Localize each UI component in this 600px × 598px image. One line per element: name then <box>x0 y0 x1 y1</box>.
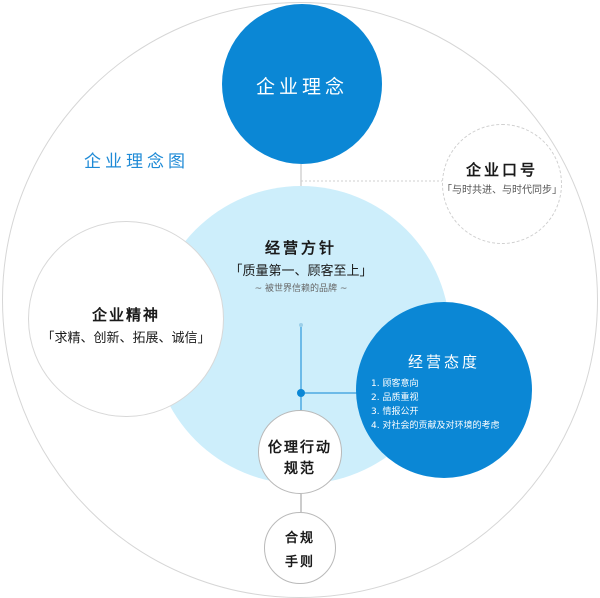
ethics-code-circle <box>258 410 342 494</box>
attitude-item: 1. 顾客意向 <box>371 379 419 389</box>
slogan-circle <box>442 124 562 244</box>
attitude-list: 1. 顾客意向 2. 品质重视 3. 情报公开 4. 对社会的贡献及对环境的考虑 <box>371 377 499 433</box>
spirit-title: 企业精神 <box>91 306 161 324</box>
attitude-item: 4. 对社会的贡献及对环境的考虑 <box>371 421 500 431</box>
attitude-title: 经营态度 <box>407 353 481 371</box>
attitude-item: 2. 品质重视 <box>371 393 419 403</box>
center-small-dot <box>299 323 303 327</box>
top-title: 企业理念 <box>255 76 349 98</box>
ethics-line1: 伦理行动 <box>268 440 332 456</box>
policy-quote: 「质量第一、顾客至上」 <box>229 264 373 279</box>
attitude-item: 3. 情报公开 <box>371 407 419 417</box>
corporate-philosophy-circle <box>222 4 382 164</box>
policy-sub: ~ 被世界信赖的品牌 ~ <box>254 284 348 294</box>
corporate-spirit-circle <box>28 221 224 417</box>
management-attitude-circle <box>356 302 532 478</box>
spirit-text: 「求精、创新、拓展、诚信」 <box>41 331 211 346</box>
compliance-line1: 合规 <box>284 531 316 546</box>
compliance-manual-circle <box>264 512 336 584</box>
compliance-line2: 手则 <box>284 555 316 570</box>
page-title: 企业理念图 <box>84 152 189 172</box>
slogan-title: 企业口号 <box>465 161 539 179</box>
slogan-text: 「与时共进、与时代同步」 <box>442 185 562 196</box>
policy-title: 经营方针 <box>264 239 338 257</box>
ethics-line2: 规范 <box>284 461 316 477</box>
junction-dot <box>297 389 305 397</box>
